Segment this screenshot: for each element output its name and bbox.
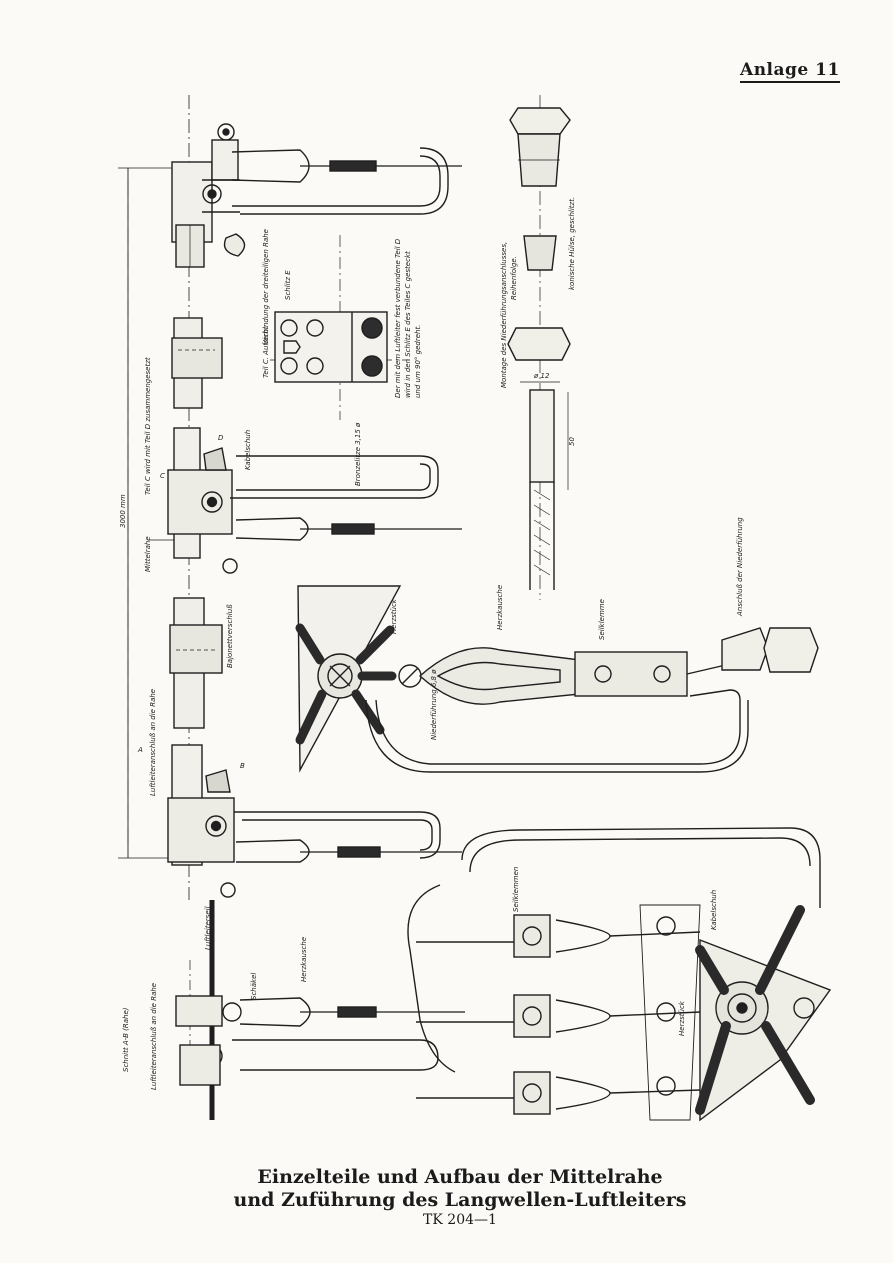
label-detail-note-1: Der mit dem Luftleiter fest verbundene T… [394, 238, 402, 398]
label-konische-huelse: konische Hülse, geschlitzt. [568, 197, 576, 290]
label-herzstueck: Herzstück [390, 598, 398, 634]
label-mittelrahe: Mittelrahe [144, 536, 152, 572]
label-niederfuehrung: Niederführung 6,8 ø [430, 669, 438, 740]
label-herzkausche: Herzkausche [496, 585, 504, 630]
assembly-sequence [507, 95, 571, 600]
bayonet-section [169, 597, 223, 729]
label-luftleiter-rahe: Luftleiteranschluß an die Rahe [149, 689, 157, 796]
label-seilklemmen: Seilklemmen [512, 867, 520, 912]
label-montage-2: Reihenfolge. [510, 256, 518, 300]
label-kabelschuh-top: Kabelschuh [244, 430, 252, 470]
label-herzkausche-2: Herzkausche [300, 937, 308, 982]
caption-code: TK 204—1 [423, 1212, 497, 1228]
label-kabelschuh-bottom: Kabelschuh [710, 890, 718, 930]
label-luftleiter-rahe-2: Luftleiteranschluß an die Rahe [150, 983, 158, 1090]
label-d-mark: D [218, 434, 224, 442]
top-clamp-assembly [171, 123, 462, 268]
label-schlitz: Schlitz E [284, 270, 292, 300]
label-bronzelitze: Bronzelitze 3,15 ø [354, 422, 362, 486]
label-schaekel: Schäkel [250, 973, 258, 1000]
section-a-b [175, 900, 465, 1120]
label-b-mark: B [240, 762, 245, 770]
label-rahe-connection: Verbindung der dreiteiligen Rahe [262, 229, 270, 345]
label-luftleiterseil: Luftleiterseil [204, 906, 212, 950]
label-teil-c: Teil C. Aufsicht [262, 326, 270, 378]
label-herzstueck-2: Herzstück [678, 1000, 686, 1036]
label-detail-note-2: wird in den Schlitz E des Teiles C geste… [404, 251, 412, 398]
label-part-c-d: Teil C wird mit Teil D zusammengesetzt [144, 357, 152, 495]
label-detail-note-3: und um 90° gedreht. [414, 325, 422, 398]
label-dim-length: 3000 mm [119, 494, 127, 528]
rahe-connection-segment [171, 317, 223, 409]
label-a-mark: A [137, 746, 143, 754]
caption-line-1: Einzelteile und Aufbau der Mittelrahe [257, 1166, 663, 1188]
lower-right-assembly [407, 827, 832, 1122]
label-montage-1: Montage des Niederführungsanschlusses, [500, 242, 508, 388]
caption-line-2: und Zuführung des Langwellen-Luftleiters [233, 1189, 687, 1211]
lower-clamp-assembly [167, 744, 462, 898]
annex-label: Anlage 11 [740, 60, 840, 83]
middle-clamp-assembly [167, 427, 462, 574]
label-seilklemme: Seilklemme [598, 599, 606, 640]
label-bajonett: Bajonettverschluß [226, 604, 234, 668]
label-anschluss-nf: Anschluß der Niederführung [736, 517, 744, 617]
label-dim-small: ø 12 [533, 372, 550, 380]
herzstueck-plate [295, 585, 819, 773]
label-schnitt: Schnitt A-B (Rahe) [122, 1007, 130, 1072]
label-dim-50: 50 [568, 437, 576, 446]
part-c-detail [270, 235, 410, 420]
label-c-mark: C [160, 472, 165, 480]
